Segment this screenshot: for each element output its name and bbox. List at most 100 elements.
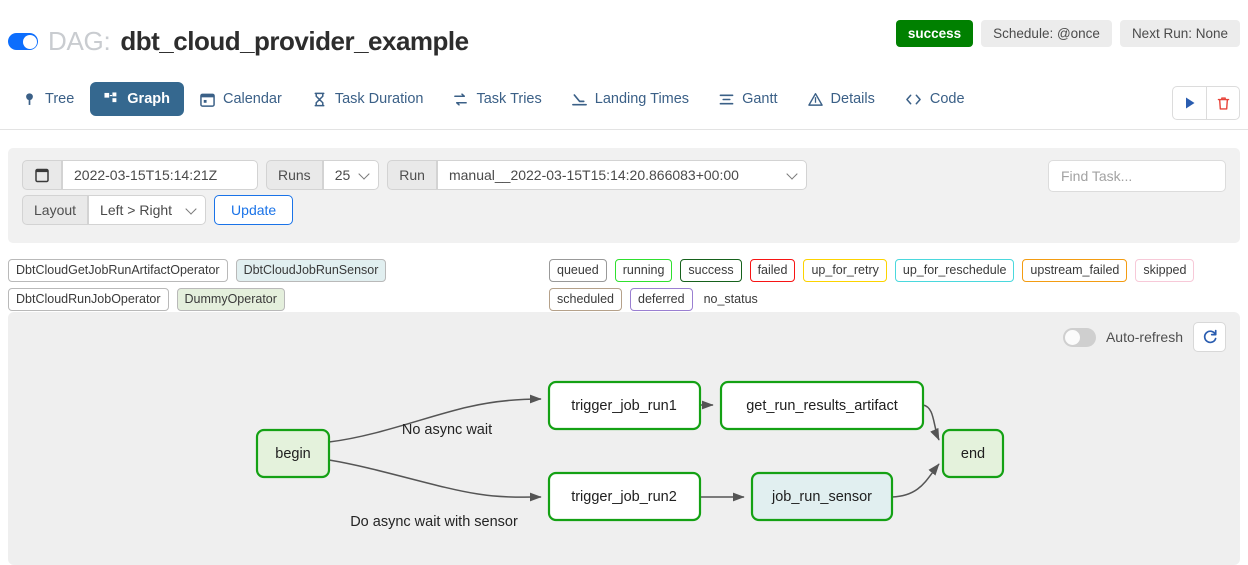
runs-select[interactable]: 25 xyxy=(322,160,380,190)
graph-node-trigger-job-run2[interactable]: trigger_job_run2 xyxy=(547,471,702,522)
edge-begin-to-trigger2 xyxy=(328,459,542,502)
tab-task-tries[interactable]: Task Tries xyxy=(439,82,555,116)
tab-label: Code xyxy=(929,91,965,107)
node-label: end xyxy=(961,446,985,462)
header-badges: success Schedule: @once Next Run: None xyxy=(895,20,1240,47)
tab-landing-times[interactable]: Landing Times xyxy=(558,82,703,116)
operator-legend: DbtCloudGetJobRunArtifactOperator DbtClo… xyxy=(8,259,538,311)
node-label: get_run_results_artifact xyxy=(746,398,898,414)
legend-chip-status[interactable]: deferred xyxy=(630,287,693,311)
landing-icon xyxy=(571,92,587,107)
edge-sensor-to-end xyxy=(891,463,940,498)
dag-name-label: dbt_cloud_provider_example xyxy=(120,26,469,56)
code-icon xyxy=(905,92,922,107)
play-icon xyxy=(1185,97,1194,109)
view-tabbar: Tree Graph Calendar Task Duration xyxy=(0,82,1248,130)
edge-artifact-to-end xyxy=(922,404,940,441)
execution-date-group: 2022-03-15T15:14:21Z xyxy=(22,160,258,190)
hourglass-icon xyxy=(312,92,327,107)
run-label: Run xyxy=(387,160,437,190)
find-task-input[interactable]: Find Task... xyxy=(1048,160,1226,192)
dag-prefix-label: DAG: xyxy=(48,26,111,56)
retry-icon xyxy=(453,92,468,107)
legend-chip-status[interactable]: failed xyxy=(749,259,796,282)
layout-select[interactable]: Left > Right xyxy=(88,195,207,225)
node-label: trigger_job_run2 xyxy=(571,489,677,505)
legend-chip-status[interactable]: queued xyxy=(549,259,607,282)
auto-refresh-toggle[interactable] xyxy=(1062,327,1096,347)
legend-chip-status[interactable]: success xyxy=(680,259,742,282)
update-button[interactable]: Update xyxy=(214,195,294,225)
legend-chip-status[interactable]: running xyxy=(614,259,673,282)
trigger-dag-button[interactable] xyxy=(1173,87,1206,119)
run-group: Run manual__2022-03-15T15:14:20.866083+0… xyxy=(387,160,807,190)
tab-label: Tree xyxy=(45,91,75,107)
legend-chip-status[interactable]: upstream_failed xyxy=(1022,259,1128,282)
auto-refresh-label: Auto-refresh xyxy=(1105,329,1183,345)
calendar-icon xyxy=(200,92,215,107)
tab-label: Task Tries xyxy=(476,91,542,107)
toolbar-row-layout: Layout Left > Right Update xyxy=(22,195,294,225)
legend-area: DbtCloudGetJobRunArtifactOperator DbtClo… xyxy=(0,252,1248,311)
runs-group: Runs 25 xyxy=(266,160,380,190)
graph-icon xyxy=(104,91,119,107)
schedule-badge: Schedule: @once xyxy=(981,20,1112,47)
tab-code[interactable]: Code xyxy=(891,82,979,116)
legend-chip-operator[interactable]: DbtCloudRunJobOperator xyxy=(8,287,169,311)
legend-chip-status[interactable]: up_for_retry xyxy=(803,259,887,282)
legend-chip-status[interactable]: no_status xyxy=(700,287,766,311)
graph-toolbar: Auto-refresh xyxy=(1062,322,1226,352)
refresh-button[interactable] xyxy=(1193,322,1226,352)
graph-node-begin[interactable]: begin xyxy=(255,428,331,479)
refresh-icon xyxy=(1203,329,1217,344)
status-legend: queued running success failed up_for_ret… xyxy=(549,259,1241,311)
tab-label: Details xyxy=(830,91,875,107)
calendar-icon xyxy=(22,160,62,190)
run-select[interactable]: manual__2022-03-15T15:14:20.866083+00:00 xyxy=(436,160,807,190)
tab-task-duration[interactable]: Task Duration xyxy=(298,82,438,116)
graph-node-end[interactable]: end xyxy=(941,428,1005,479)
graph-node-trigger-job-run1[interactable]: trigger_job_run1 xyxy=(547,380,702,431)
delete-dag-button[interactable] xyxy=(1206,87,1239,119)
dag-pause-toggle[interactable] xyxy=(8,33,38,50)
graph-node-get-run-results-artifact[interactable]: get_run_results_artifact xyxy=(719,380,925,431)
tab-details[interactable]: Details xyxy=(794,82,889,116)
next-run-badge: Next Run: None xyxy=(1119,20,1240,47)
tab-label: Task Duration xyxy=(334,91,424,107)
status-badge: success xyxy=(895,20,974,47)
toolbar-row-primary: 2022-03-15T15:14:21Z Runs 25 Run manual_… xyxy=(22,160,807,190)
layout-group: Layout Left > Right xyxy=(22,195,207,225)
layout-label: Layout xyxy=(22,195,89,225)
edge-begin-to-trigger1 xyxy=(328,394,542,443)
tab-label: Calendar xyxy=(222,91,282,107)
tab-label: Gantt xyxy=(742,91,778,107)
page-header: DAG: dbt_cloud_provider_example success … xyxy=(0,0,1248,68)
legend-chip-status[interactable]: skipped xyxy=(1135,259,1195,282)
edge-label-do-async-wait: Do async wait with sensor xyxy=(350,514,518,530)
execution-date-input[interactable]: 2022-03-15T15:14:21Z xyxy=(62,160,258,190)
triangle-info-icon xyxy=(807,92,823,107)
runs-label: Runs xyxy=(266,160,323,190)
legend-chip-operator[interactable]: DbtCloudGetJobRunArtifactOperator xyxy=(8,259,228,282)
graph-node-job-run-sensor[interactable]: job_run_sensor xyxy=(750,471,894,522)
run-toolbar: 2022-03-15T15:14:21Z Runs 25 Run manual_… xyxy=(8,148,1240,243)
gantt-icon xyxy=(719,92,734,107)
trash-icon xyxy=(1217,96,1229,110)
tab-calendar[interactable]: Calendar xyxy=(186,82,296,116)
tab-label: Landing Times xyxy=(594,91,690,107)
graph-canvas-panel: Auto-refresh No async wait xyxy=(8,312,1240,565)
tab-gantt[interactable]: Gantt xyxy=(705,82,791,116)
tab-label: Graph xyxy=(127,91,170,107)
view-tabs: Tree Graph Calendar Task Duration xyxy=(8,82,979,116)
legend-chip-status[interactable]: up_for_reschedule xyxy=(894,259,1015,282)
dag-graph[interactable]: No async wait Do async wait with sensor … xyxy=(8,312,1240,565)
tab-tree[interactable]: Tree xyxy=(8,82,88,116)
node-label: job_run_sensor xyxy=(771,489,872,505)
legend-chip-operator[interactable]: DbtCloudJobRunSensor xyxy=(235,259,387,282)
edge-label-no-async-wait: No async wait xyxy=(402,422,492,438)
node-label: begin xyxy=(275,446,310,462)
legend-chip-status[interactable]: scheduled xyxy=(549,287,622,311)
tab-graph[interactable]: Graph xyxy=(90,82,184,116)
legend-chip-operator[interactable]: DummyOperator xyxy=(176,287,285,311)
